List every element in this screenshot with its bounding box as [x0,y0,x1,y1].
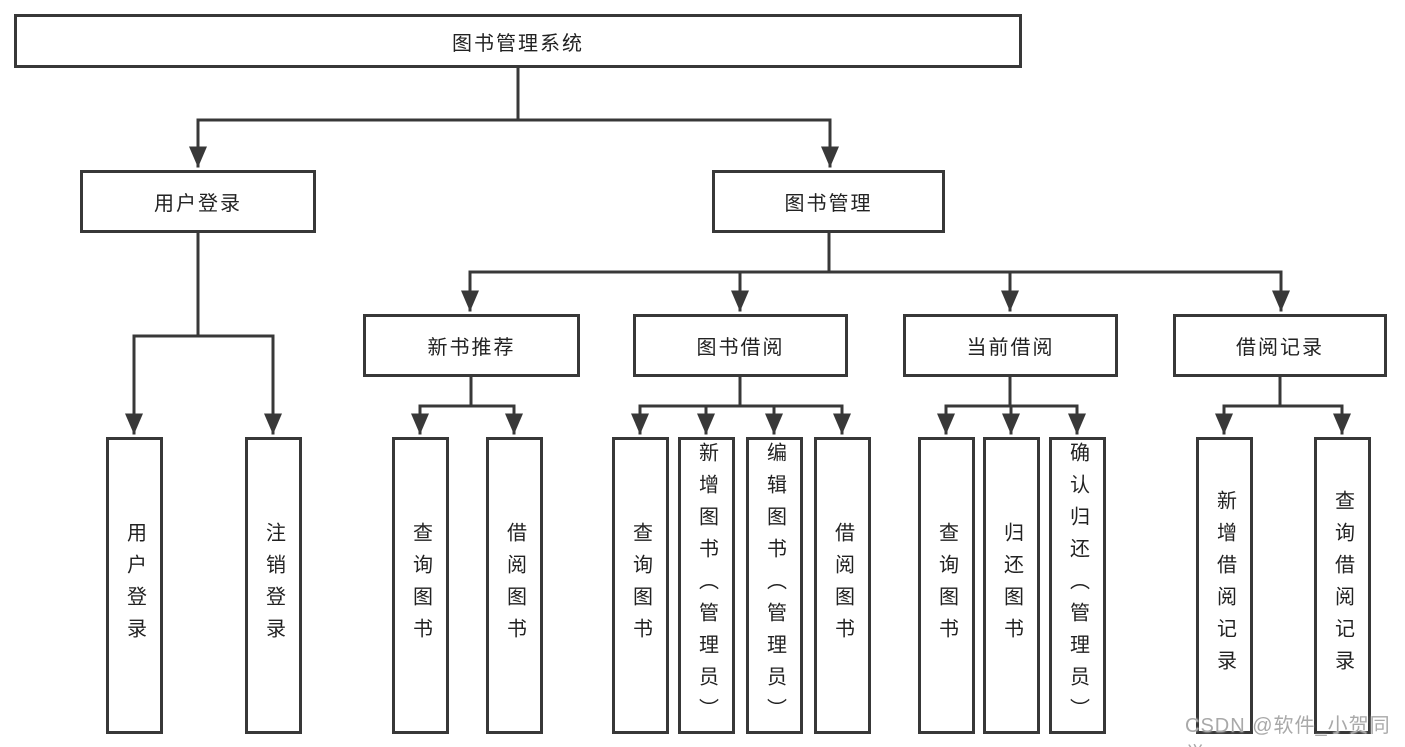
csdn-watermark: CSDN @软件_小贺同学 [1185,715,1391,747]
node-book-management: 图书管理 [712,170,945,233]
node-borrow-records: 借阅记录 [1173,314,1387,377]
node-current-borrowing: 当前借阅 [903,314,1118,377]
leaf-borrow-books-1: 借阅图书 [486,437,543,734]
node-library-system: 图书管理系统 [14,14,1022,68]
leaf-query-borrow-record: 查询借阅记录 [1314,437,1371,734]
leaf-user-login: 用户登录 [106,437,163,734]
node-user-login: 用户登录 [80,170,316,233]
leaf-edit-books-admin: 编辑图书（管理员） [746,437,803,734]
leaf-borrow-books-2: 借阅图书 [814,437,871,734]
leaf-return-books: 归还图书 [983,437,1040,734]
leaf-confirm-return-admin: 确认归还（管理员） [1049,437,1106,734]
leaf-add-borrow-record: 新增借阅记录 [1196,437,1253,734]
leaf-query-books-1: 查询图书 [392,437,449,734]
leaf-logout: 注销登录 [245,437,302,734]
leaf-query-books-2: 查询图书 [612,437,669,734]
leaf-add-books-admin: 新增图书（管理员） [678,437,735,734]
node-book-borrowing: 图书借阅 [633,314,848,377]
node-new-book-recommend: 新书推荐 [363,314,580,377]
leaf-query-books-3: 查询图书 [918,437,975,734]
